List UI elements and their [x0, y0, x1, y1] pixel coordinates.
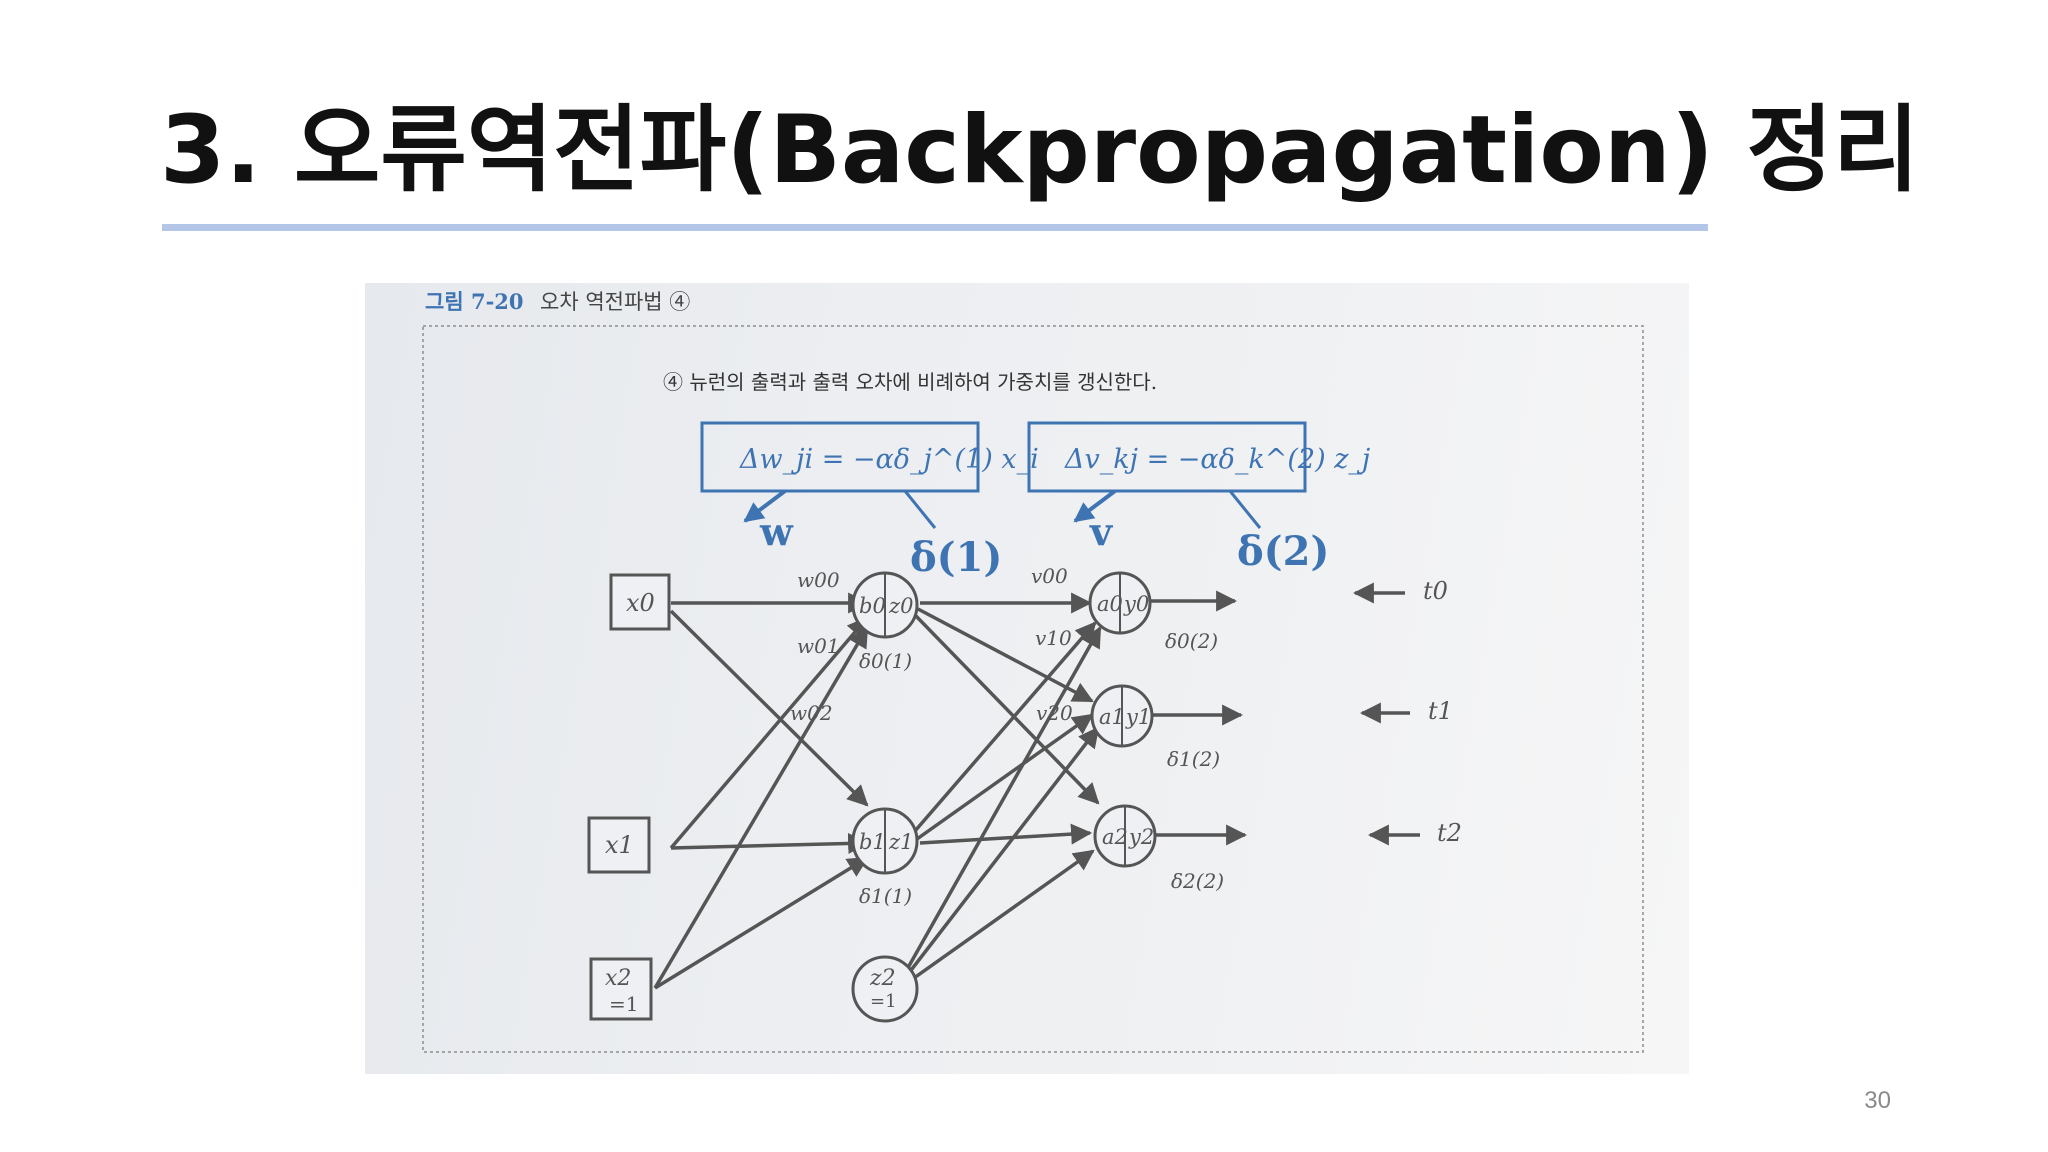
slide-title: 3. 오류역전파(Backpropagation) 정리	[160, 96, 1920, 205]
weight-v20: v20	[1036, 701, 1073, 725]
hidden-1-z: z1	[888, 830, 913, 854]
input-label-x0: x0	[626, 589, 655, 617]
neural-network-diagram: 그림 7-20 오차 역전파법 ④ ④ 뉴런의 출력과 출력 오차에 비례하여 …	[422, 289, 1644, 1053]
target-2: t2	[1437, 819, 1462, 847]
hidden-1-b: b1	[859, 830, 886, 854]
figure-caption-text: 오차 역전파법 ④	[540, 290, 690, 314]
input-label-x1: x1	[605, 831, 634, 859]
weight-w00: w00	[797, 568, 840, 592]
delta1-callout-line	[903, 490, 937, 529]
input-node-x2	[589, 957, 653, 1021]
hidden-bias-z: z2	[869, 966, 896, 991]
step-description: ④ 뉴런의 출력과 출력 오차에 비례하여 가중치를 갱신한다.	[663, 370, 1157, 394]
formula-v-box	[1027, 421, 1307, 493]
output-0-a: a0	[1097, 592, 1123, 616]
output-1-delta: δ1(2)	[1167, 747, 1220, 771]
page-number: 30	[1864, 1087, 1891, 1114]
input-node-x1	[587, 816, 651, 874]
hidden-1-delta: δ1(1)	[859, 884, 912, 908]
weight-w01: w01	[797, 634, 840, 658]
output-edges	[1150, 590, 1248, 846]
hidden-0-b: b0	[859, 594, 886, 618]
label-v: v	[1089, 509, 1114, 554]
figure-frame	[422, 325, 1644, 1053]
delta2-callout-line	[1228, 490, 1262, 529]
formula-w-box	[700, 421, 980, 493]
hidden-output-edges	[903, 592, 1102, 985]
output-2-a: a2	[1102, 825, 1128, 849]
formula-v: Δv_kj = −αδ_k^(2) z_j	[1064, 444, 1370, 475]
input-x2-bias: =1	[609, 992, 638, 1016]
output-0-y: y0	[1123, 592, 1149, 616]
label-delta1: δ(1)	[910, 534, 1002, 581]
figure-photo: 그림 7-20 오차 역전파법 ④ ④ 뉴런의 출력과 출력 오차에 비례하여 …	[365, 283, 1689, 1074]
target-arrows	[1352, 582, 1420, 846]
output-0-delta: δ0(2)	[1165, 629, 1218, 653]
output-2-y: y2	[1128, 825, 1154, 849]
input-node-x0	[609, 573, 671, 631]
formula-w: Δw_ji = −αδ_j^(1) x_i	[739, 444, 1039, 475]
hidden-0-z: z0	[888, 594, 913, 618]
title-underline	[162, 224, 1708, 231]
target-0: t0	[1423, 577, 1448, 605]
hidden-node-bias	[851, 955, 919, 1023]
hidden-bias-extra: =1	[870, 991, 897, 1012]
output-1-y: y1	[1125, 705, 1151, 729]
v-callout-arrow	[1073, 489, 1117, 523]
w-callout-arrow	[743, 489, 787, 523]
hidden-0-delta: δ0(1)	[859, 649, 912, 673]
target-1: t1	[1428, 697, 1453, 725]
weight-v10: v10	[1035, 626, 1072, 650]
weight-w02: w02	[790, 701, 833, 725]
output-1-a: a1	[1099, 705, 1125, 729]
figure-caption-number: 그림 7-20	[425, 289, 524, 314]
output-2-delta: δ2(2)	[1171, 869, 1224, 893]
label-w: w	[759, 509, 794, 554]
input-label-x2: x2	[605, 966, 631, 991]
input-hidden-edges	[653, 592, 870, 990]
weight-v00: v00	[1031, 564, 1068, 588]
label-delta2: δ(2)	[1237, 528, 1329, 575]
